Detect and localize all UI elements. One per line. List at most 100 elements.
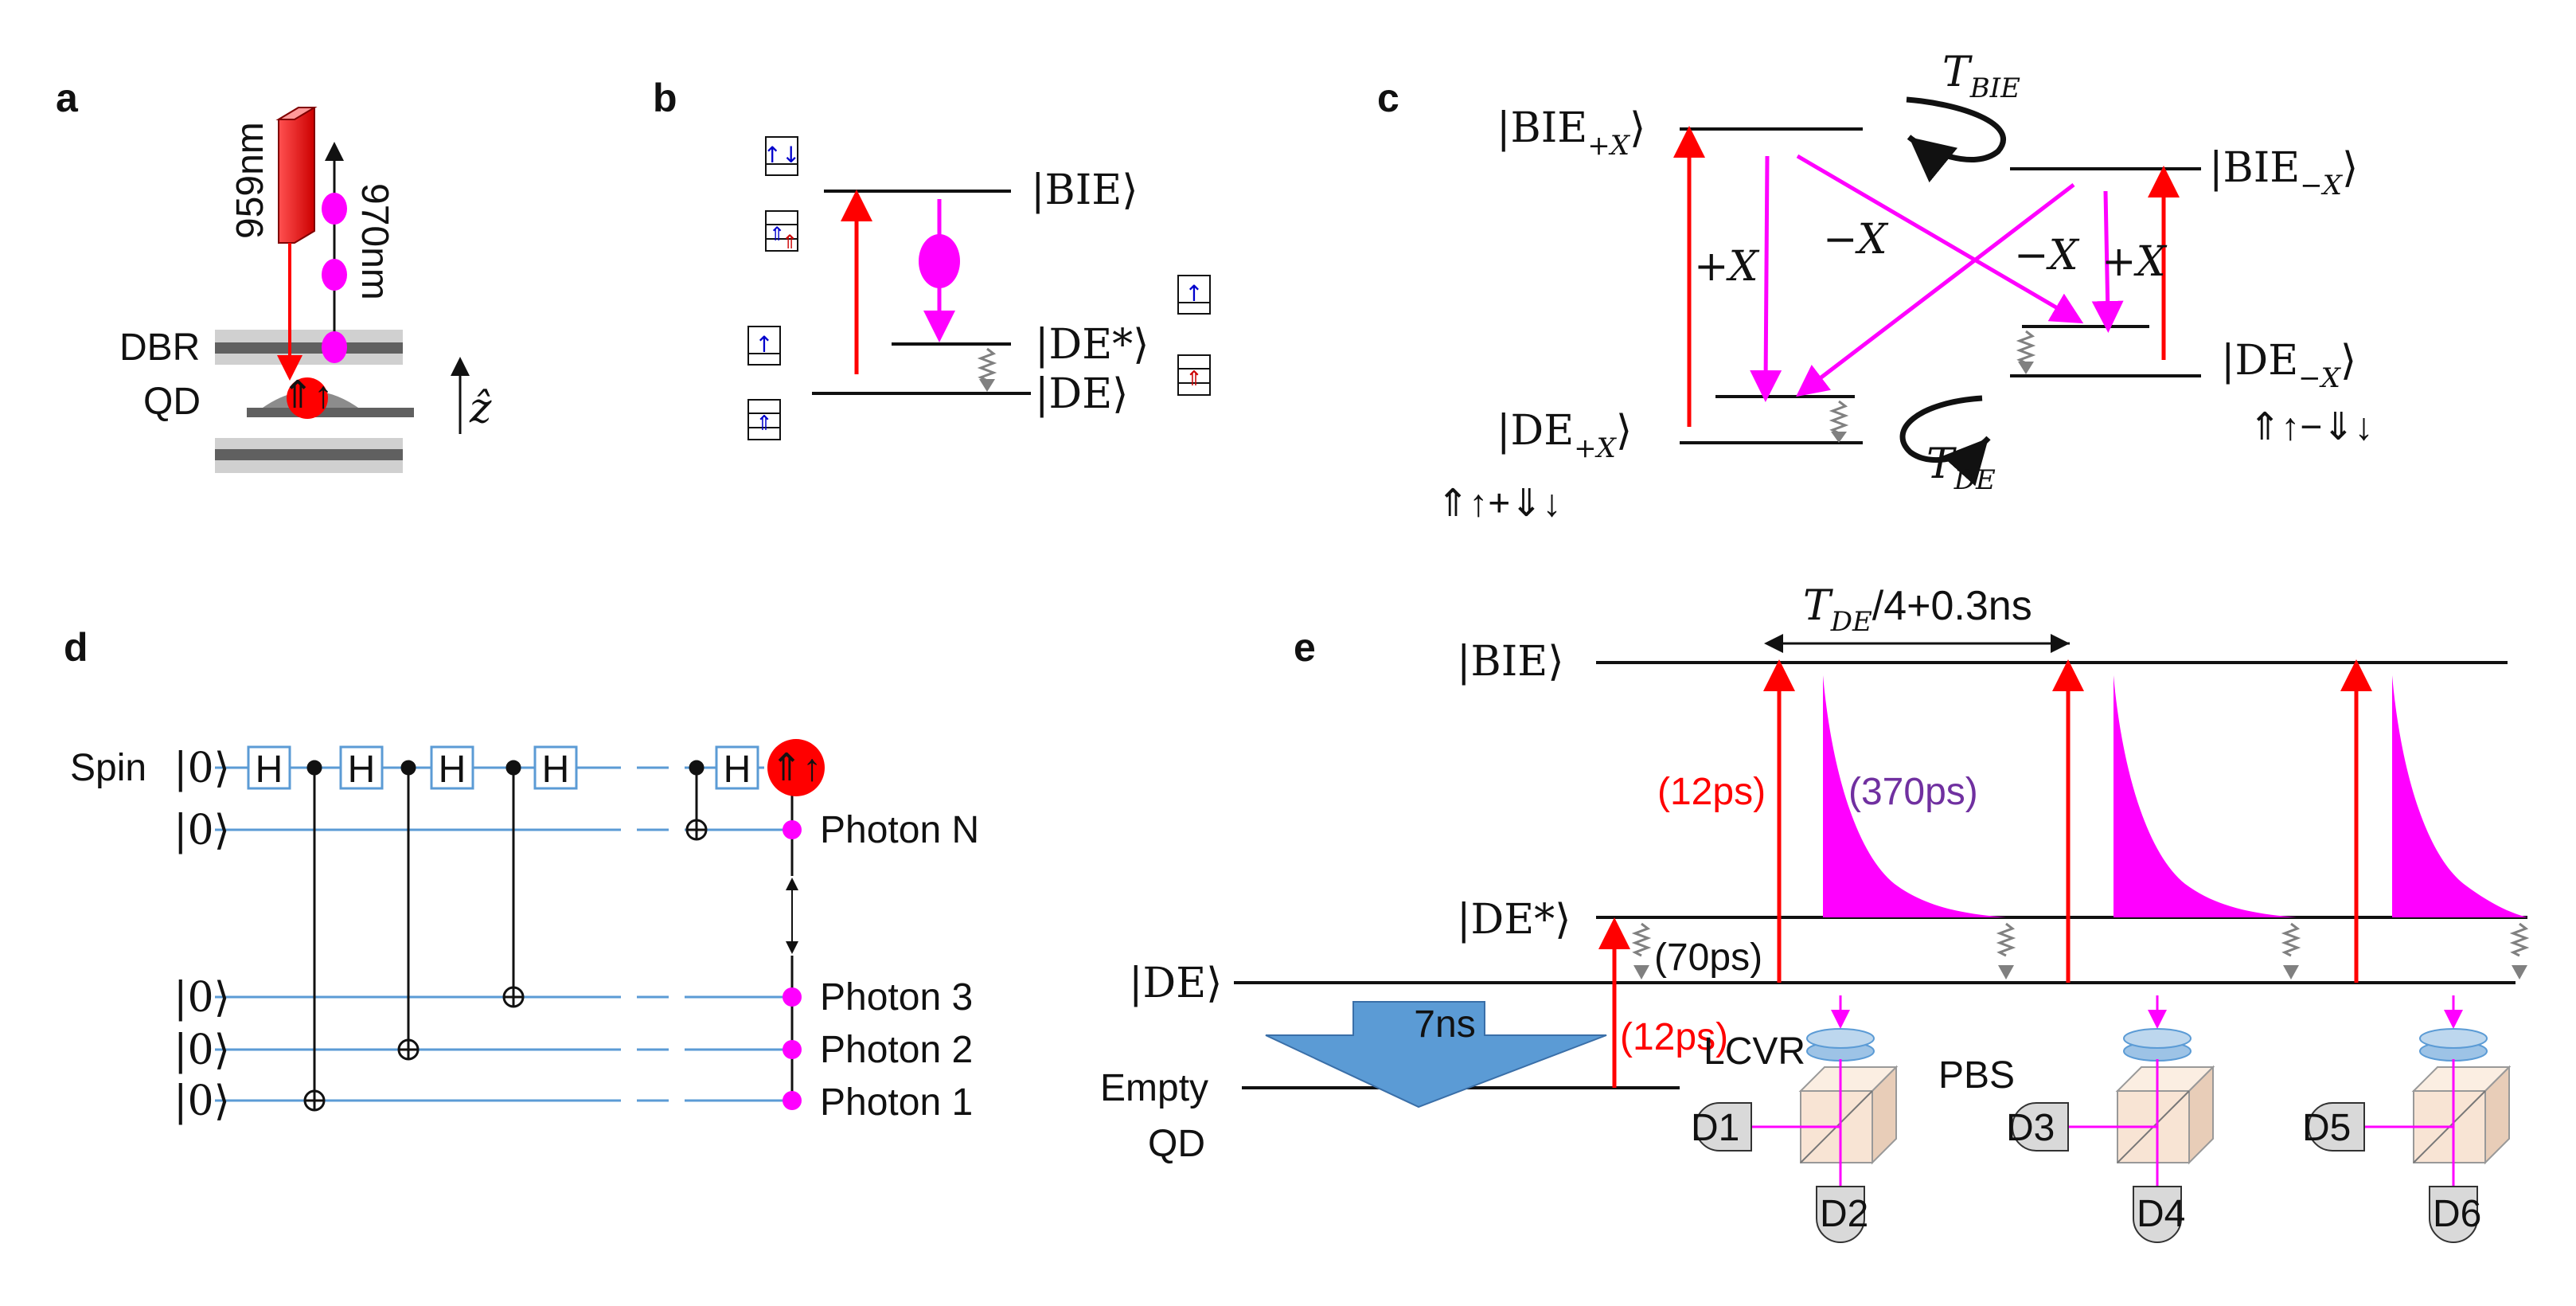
emission-plus-x-left (1750, 155, 1782, 402)
label-bie: |BIE⟩ (1457, 638, 1564, 686)
occupation-icon-de-bottom-left: ⇑ (747, 399, 781, 440)
dbr-top-layer-1 (215, 330, 403, 342)
label-bie: |BIE⟩ (1031, 166, 1138, 214)
svg-text:⇑: ⇑ (769, 223, 785, 245)
label-t-de: TDE (1926, 440, 1996, 496)
occupation-icon-bie-top: ↑↓ (763, 136, 800, 176)
emitted-photon (919, 234, 960, 288)
svg-text:H: H (256, 749, 283, 791)
qd-spin-dot (287, 377, 328, 419)
photon-dot-middle (322, 259, 347, 291)
occupation-icon-bie-bottom: ⇑ ⇑ (765, 210, 798, 253)
cnot-gates (303, 760, 708, 1112)
photon-2-dot (783, 1040, 802, 1059)
precession-arrow-de (1899, 395, 1991, 487)
relaxation-spring-right (2016, 330, 2036, 365)
detector-d2: D2 (1820, 1193, 1868, 1235)
emission-decay-3 (2392, 675, 2527, 917)
dbr-bottom-layer-2 (215, 449, 403, 460)
state-minus: ⇑↑−⇓↓ (2249, 406, 2373, 448)
occupation-icon-de-star-right-bottom: ⇑ (1177, 354, 1211, 396)
dbr-label: DBR (119, 326, 200, 369)
detector-d6: D6 (2433, 1193, 2481, 1235)
relaxation-arrowhead-left (1831, 432, 1847, 443)
wait-time-arrow (1265, 1001, 1607, 1109)
photon-1-dot (783, 1091, 802, 1110)
photon-3-dot (783, 987, 802, 1007)
detector-d3: D3 (2006, 1107, 2055, 1149)
period-label: TDE/4+0.3ns (1803, 582, 2032, 638)
svg-text:H: H (542, 749, 570, 791)
pbs-label: PBS (1938, 1054, 2015, 1097)
panel-a: a ⇑↑ 959nm 970nm DBR QD ẑ (56, 76, 492, 473)
label-de-star: |DE*⟩ (1035, 321, 1149, 369)
label-minus-x-right: −X (2014, 232, 2080, 280)
laser-prism (278, 107, 315, 244)
relaxation-arrowhead (979, 379, 995, 392)
label-empty: Empty (1100, 1067, 1208, 1109)
svg-text:H: H (724, 749, 751, 791)
spin-initial-ket: |0⟩ (174, 745, 230, 792)
photon-1-label: Photon 1 (820, 1081, 973, 1124)
photon-3-label: Photon 3 (820, 976, 973, 1019)
hadamard-gate-3: H (430, 745, 474, 791)
label-de: |DE⟩ (1129, 960, 1222, 1007)
panel-d: d Spin |0⟩ |0⟩ |0⟩ |0⟩ |0⟩ H H H H H (64, 625, 979, 1125)
relaxation-spring-left (1829, 400, 1849, 435)
hadamard-gate-2: H (339, 745, 384, 791)
qubit-wires (215, 766, 788, 1102)
qd-wetting-layer (247, 408, 414, 417)
label-de-star: |DE*⟩ (1457, 896, 1571, 944)
label-bie-minus-x: |BIE−X⟩ (2209, 144, 2358, 201)
photon-n-dot (783, 820, 802, 839)
label-de-plus-x: |DE+X⟩ (1497, 407, 1632, 464)
panel-b: b |BIE⟩ |DE*⟩ |DE⟩ ↑↓ ⇑ ⇑ (653, 76, 1211, 440)
svg-text:⇑: ⇑ (782, 231, 798, 253)
panel-e-label: e (1294, 625, 1316, 670)
spin-label: Spin (70, 747, 146, 789)
label-minus-x-left: −X (1823, 216, 1889, 264)
hadamard-gate-4: H (533, 745, 578, 791)
panel-e: e |BIE⟩ |DE*⟩ |DE⟩ Empty QD TDE/4+0.3ns (1100, 582, 2530, 1243)
occupation-icon-de-star-right-top: ↑ (1177, 275, 1211, 315)
laser-wavelength-label: 959nm (229, 122, 271, 239)
label-t-bie: TBIE (1942, 49, 2020, 104)
photon-2-label: Photon 2 (820, 1029, 973, 1071)
panel-b-label: b (653, 76, 677, 120)
detection-setup-2 (2012, 995, 2215, 1243)
state-plus: ⇑↑+⇓↓ (1437, 483, 1561, 525)
svg-text:H: H (439, 749, 466, 791)
svg-text:H: H (348, 749, 376, 791)
label-de-minus-x: |DE−X⟩ (2221, 337, 2356, 394)
photon-n-initial-ket: |0⟩ (174, 807, 230, 854)
relaxation-arrowheads (1633, 965, 2527, 980)
detector-d1: D1 (1691, 1107, 1739, 1149)
hadamard-gate-1: H (247, 745, 291, 791)
spin-output-symbol: ⇑↑ (771, 747, 822, 789)
emission-wavelength-label: 970nm (353, 183, 396, 300)
z-axis-label: ẑ (469, 385, 492, 432)
label-qd: QD (1148, 1123, 1205, 1165)
panel-c-label: c (1377, 76, 1399, 120)
spin-output-dot (767, 739, 825, 796)
pulse-duration-bottom: (12ps) (1620, 1016, 1728, 1058)
emission-plus-x-right (2091, 190, 2124, 333)
relaxation-time: (70ps) (1654, 936, 1762, 979)
label-bie-plus-x: |BIE+X⟩ (1497, 104, 1645, 162)
laser-prism-top (275, 107, 318, 120)
label-de: |DE⟩ (1035, 370, 1128, 418)
photon-3-initial-ket: |0⟩ (174, 974, 230, 1022)
photon-dot-top (322, 193, 347, 225)
precession-arrow-bie (1906, 96, 2006, 183)
occupation-icon-de-top-left: ↑ (747, 326, 781, 366)
detection-setup-1 (1695, 995, 1899, 1243)
photon-2-initial-ket: |0⟩ (174, 1026, 230, 1074)
label-plus-x-right: +X (2102, 238, 2168, 286)
emission-decay-2 (2113, 675, 2297, 917)
hadamard-gate-5: H (715, 745, 759, 791)
dbr-bottom-layer-3 (215, 460, 403, 473)
decay-time: (370ps) (1848, 771, 1978, 813)
dbr-top-layer-2 (215, 342, 403, 354)
dbr-bottom-layer-1 (215, 438, 403, 449)
